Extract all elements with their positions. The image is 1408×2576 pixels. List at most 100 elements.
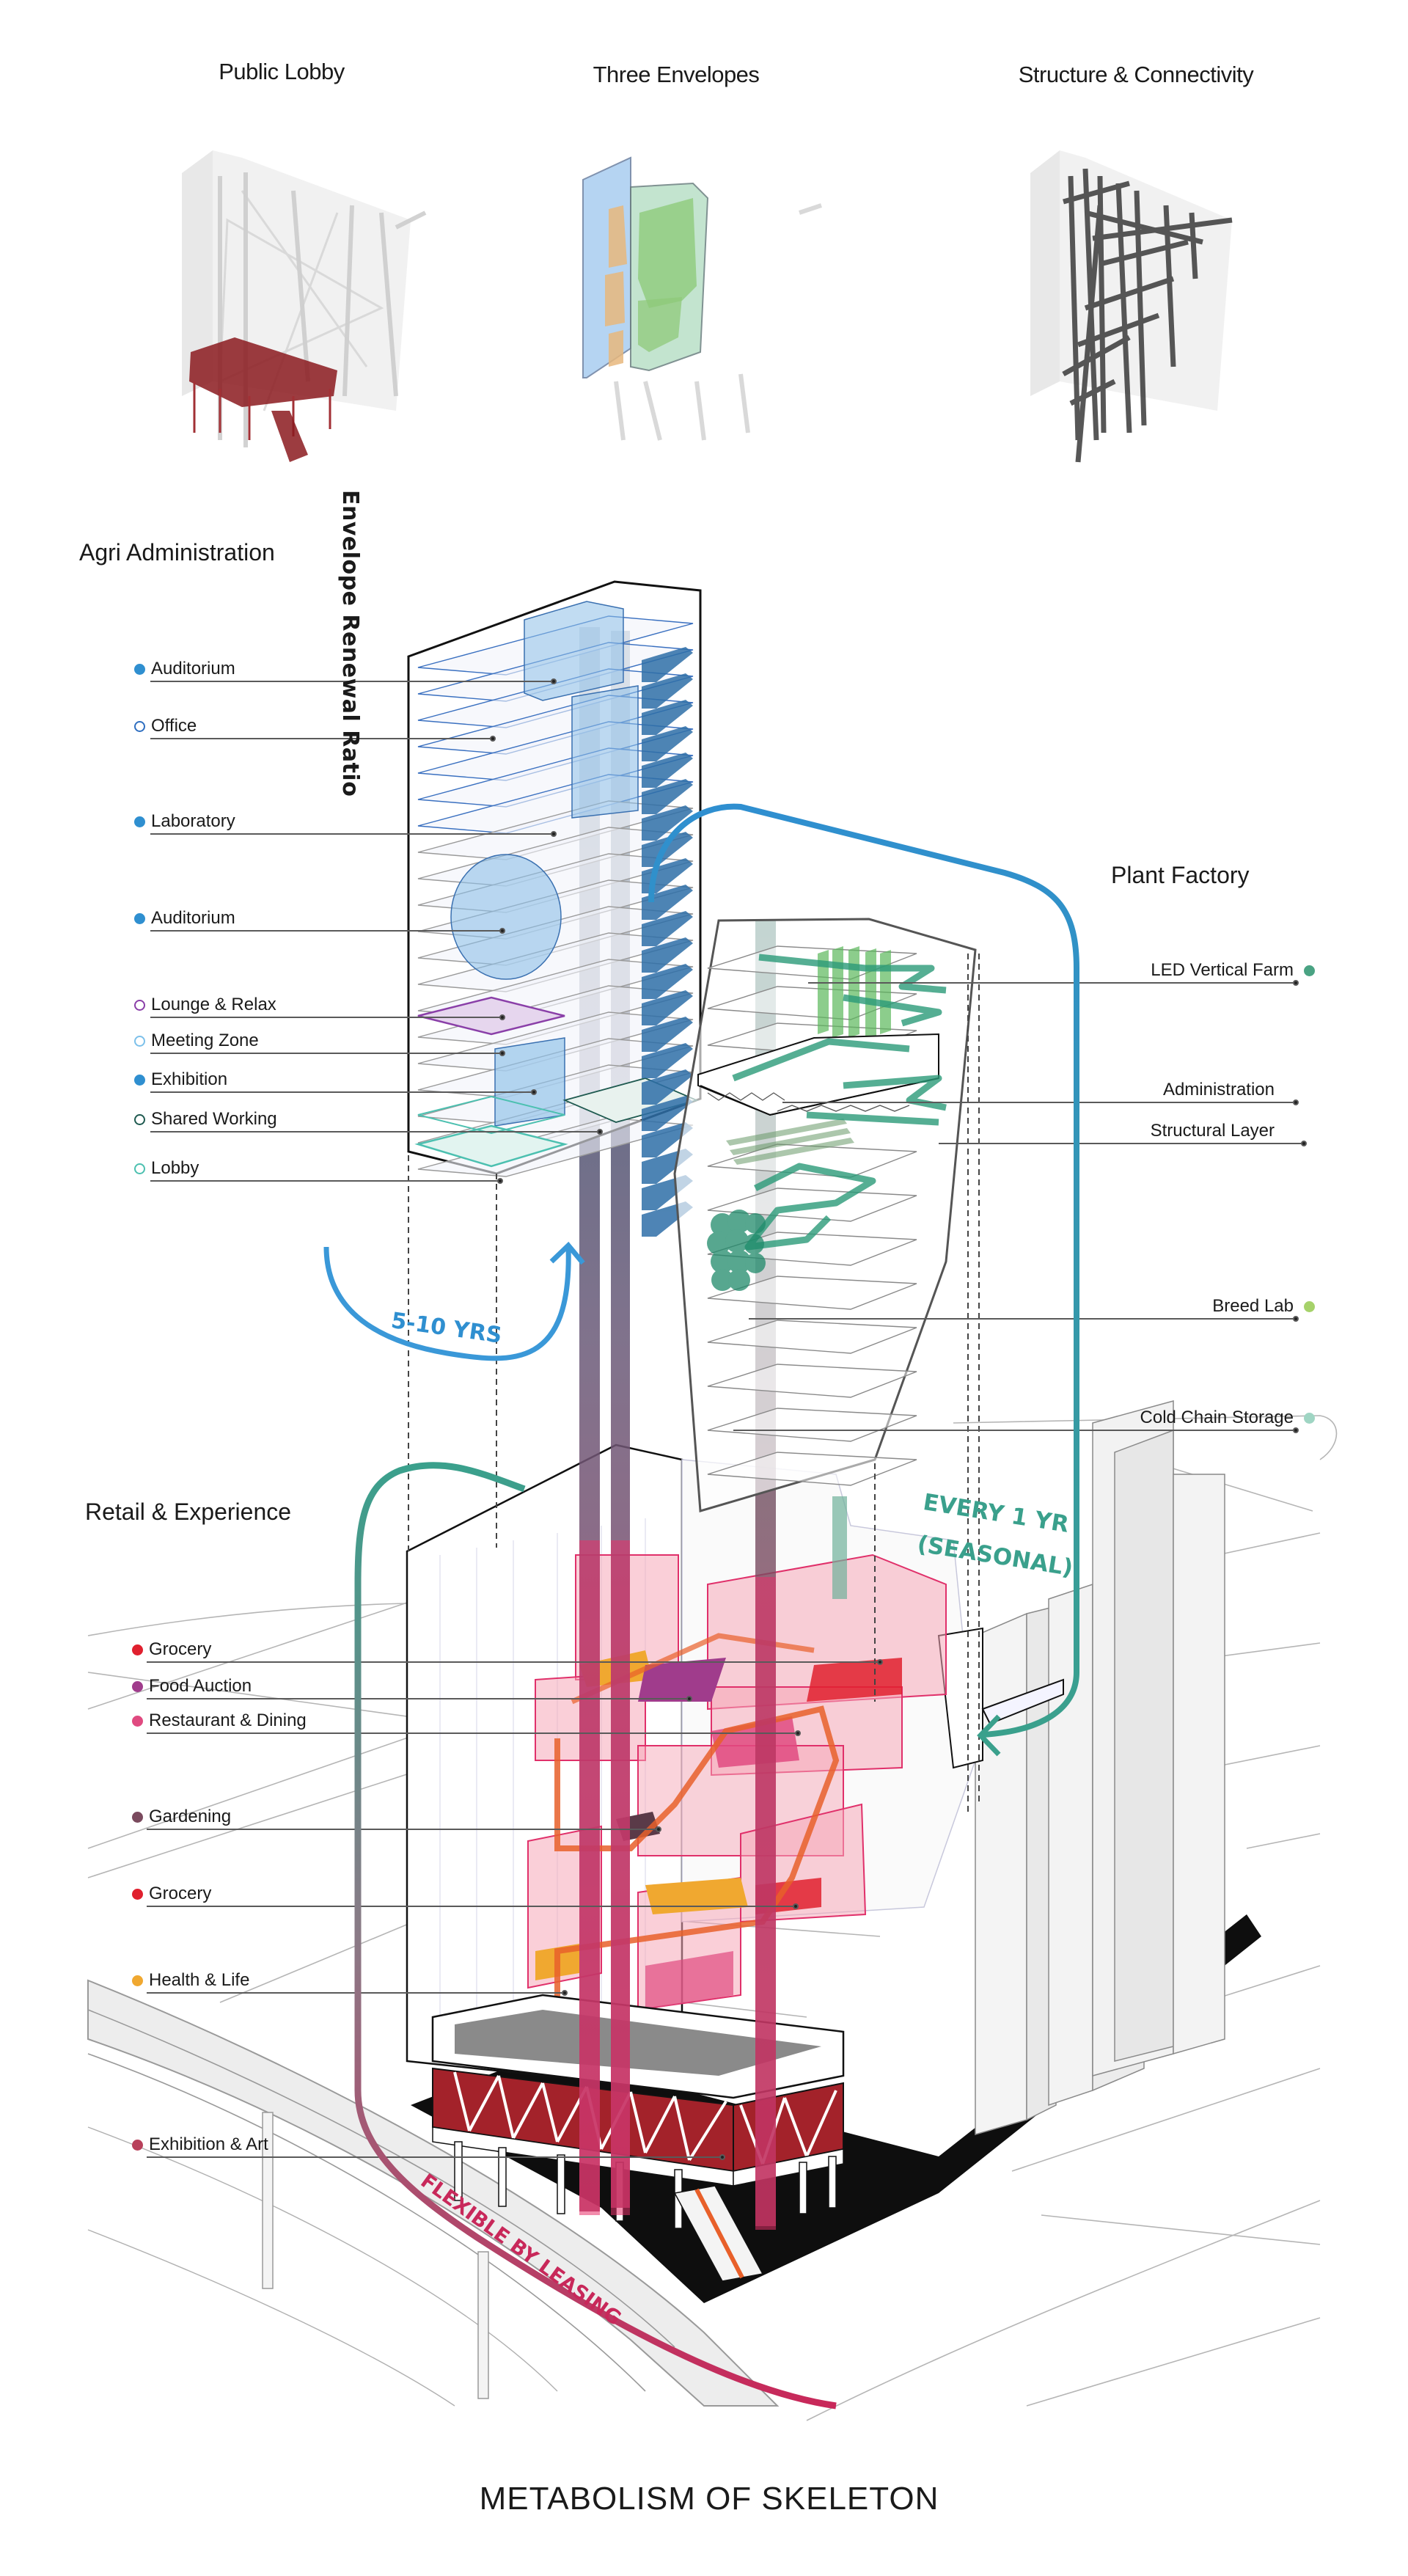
- floor-slab: [707, 1364, 917, 1398]
- legend-item-label: Food Auction: [149, 1676, 252, 1696]
- legend-item-label: Meeting Zone: [151, 1031, 259, 1050]
- dot-marker-icon: [132, 1811, 143, 1823]
- leader-endpoint: [499, 1050, 505, 1056]
- dot-marker-icon: [132, 1715, 143, 1727]
- legend-item: Health & Life: [132, 1970, 249, 1991]
- thumbnail-three-envelopes: [582, 156, 822, 441]
- facade-louver: [642, 805, 693, 841]
- floor-slab: [707, 1408, 917, 1442]
- legend-item: Lobby: [134, 1158, 199, 1179]
- ring-marker-icon: [134, 1035, 145, 1047]
- facade-louver: [642, 1043, 693, 1078]
- legend-item: Structural Layer: [1151, 1121, 1296, 1141]
- dot-marker-icon: [1304, 965, 1315, 976]
- thumbnail-title-three-envelopes: Three Envelopes: [593, 62, 760, 87]
- leader-endpoint: [1293, 1099, 1299, 1105]
- plant-renewal-arrowhead: [977, 1714, 1001, 1757]
- legend-item: Administration: [1163, 1080, 1296, 1100]
- legend-item-label: Lobby: [151, 1158, 199, 1178]
- legend-item-label: Office: [151, 716, 197, 736]
- renewal-axis-label: Envelope Renewal Ratio: [337, 490, 363, 797]
- facade-louver: [642, 726, 693, 761]
- legend-item-label: Structural Layer: [1150, 1121, 1275, 1141]
- legend-item-label: Breed Lab: [1212, 1296, 1294, 1316]
- leader-endpoint: [497, 1178, 503, 1184]
- section-title-plant-factory: Plant Factory: [1111, 862, 1250, 888]
- dot-marker-icon: [1304, 1412, 1315, 1424]
- facade-louver: [642, 647, 693, 682]
- legend-item: Auditorium: [134, 659, 235, 679]
- dot-marker-icon: [1304, 1300, 1315, 1312]
- leader-lines: [147, 678, 1307, 2160]
- dot-marker-icon: [132, 1680, 143, 1692]
- facade-louver: [642, 885, 693, 920]
- legend-item: Lounge & Relax: [134, 995, 276, 1015]
- thumbnail-title-structure-connectivity: Structure & Connectivity: [1018, 62, 1254, 87]
- legend-item-label: Grocery: [149, 1884, 212, 1903]
- plant-factory-tower: [673, 918, 977, 1512]
- leader-endpoint: [562, 1990, 568, 1996]
- leader-endpoint: [795, 1730, 801, 1736]
- facade-louver: [642, 1122, 693, 1157]
- legend-item: Laboratory: [134, 811, 235, 832]
- leader-endpoint: [597, 1129, 603, 1135]
- facade-louver: [642, 832, 693, 867]
- leader-endpoint: [490, 736, 496, 742]
- section-title-retail-experience: Retail & Experience: [85, 1499, 292, 1525]
- figure-title: METABOLISM OF SKELETON: [479, 2481, 939, 2517]
- facade-louver: [642, 753, 693, 788]
- dot-marker-icon: [132, 1888, 143, 1900]
- legend-item-label: Exhibition & Art: [149, 2134, 268, 2154]
- admin-renewal-arrow: [323, 1246, 571, 1361]
- leader-endpoint: [1293, 1427, 1299, 1433]
- legend-item-label: Gardening: [149, 1807, 232, 1826]
- leader-endpoint: [656, 1826, 661, 1832]
- ring-marker-icon: [134, 720, 145, 732]
- thumbnail-public-lobby: [182, 150, 427, 462]
- dot-marker-icon: [134, 912, 145, 924]
- thumbnail-title-public-lobby: Public Lobby: [219, 59, 345, 84]
- legend-item: Cold Chain Storage: [1140, 1408, 1315, 1428]
- ring-marker-icon: [134, 1163, 145, 1174]
- ring-marker-icon: [134, 1113, 145, 1125]
- legend-item: Food Auction: [132, 1676, 252, 1697]
- plant-renewal-arrow: [648, 803, 1079, 1738]
- legend-item: Exhibition & Art: [132, 2134, 268, 2155]
- elevated-highway: [87, 1979, 780, 2407]
- legend-item-label: LED Vertical Farm: [1151, 960, 1294, 980]
- legend-item: Office: [134, 716, 197, 736]
- dot-marker-icon: [134, 816, 145, 827]
- facade-louver: [642, 779, 693, 814]
- dot-marker-icon: [134, 663, 145, 675]
- legend-item: Shared Working: [134, 1109, 277, 1130]
- legend-item: Gardening: [132, 1807, 231, 1827]
- legend-item: Exhibition: [134, 1069, 227, 1090]
- legend-item-label: Exhibition: [151, 1069, 228, 1089]
- legend-item: Grocery: [132, 1884, 211, 1904]
- legend-item-label: Administration: [1162, 1080, 1275, 1099]
- floor-slab: [707, 1320, 917, 1354]
- floor-slab: [417, 800, 694, 860]
- thumbnail-structure-connectivity: [1030, 150, 1233, 463]
- adjacent-blocks: [975, 1400, 1225, 2135]
- legend-item: Auditorium: [134, 908, 235, 929]
- legend-item: LED Vertical Farm: [1151, 960, 1315, 981]
- leader-endpoint: [1293, 1316, 1299, 1322]
- leader-endpoint: [1301, 1141, 1307, 1146]
- dot-marker-icon: [132, 1644, 143, 1655]
- leader-endpoint: [499, 928, 505, 934]
- leader-endpoint: [551, 831, 557, 837]
- leader-endpoint: [793, 1903, 799, 1909]
- legend-item-label: Shared Working: [151, 1109, 277, 1129]
- leader-endpoint: [531, 1089, 537, 1095]
- floor-slab: [707, 986, 917, 1020]
- legend-item-label: Laboratory: [151, 811, 235, 831]
- facade-louver: [642, 937, 693, 973]
- leader-endpoint: [551, 678, 557, 684]
- facade-louver: [642, 911, 693, 946]
- legend-item-label: Auditorium: [151, 908, 235, 928]
- legend-item-label: Lounge & Relax: [151, 995, 276, 1014]
- legend-item-label: Cold Chain Storage: [1140, 1408, 1294, 1427]
- leader-endpoint: [686, 1696, 692, 1702]
- legend-item: Meeting Zone: [134, 1031, 259, 1051]
